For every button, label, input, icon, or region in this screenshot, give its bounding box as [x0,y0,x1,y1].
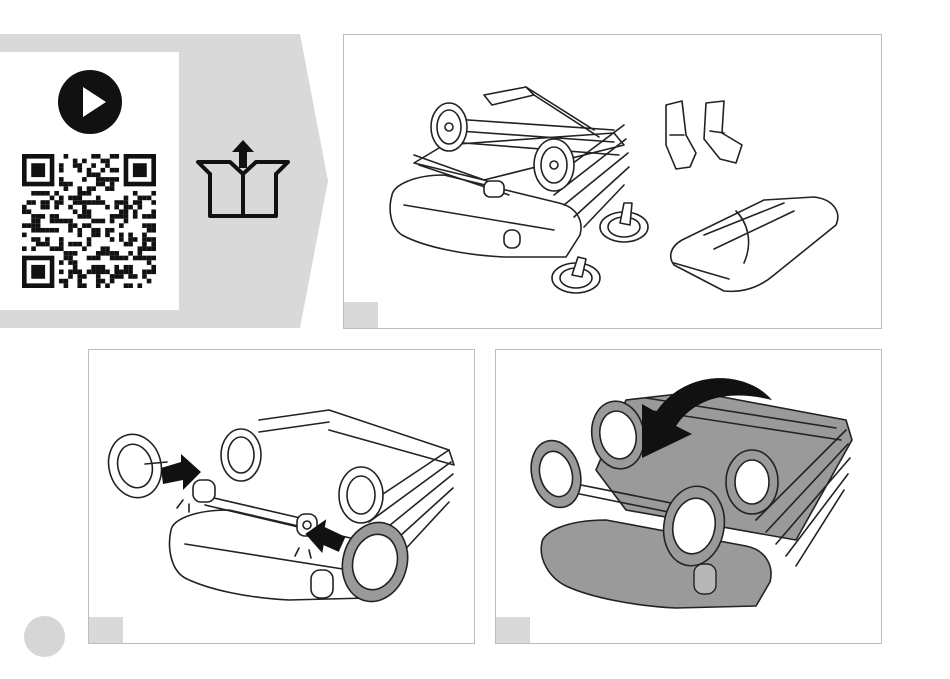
play-icon[interactable] [58,70,122,134]
step-panel-unfold [495,349,882,644]
qr-code-icon[interactable] [22,154,156,288]
page-number-badge [24,616,65,657]
step-panel-attach-wheels [88,349,475,644]
attach-wheels-illustration [89,350,476,645]
parts-illustration [344,35,883,330]
unfold-illustration [496,350,883,645]
step-number-tab [496,617,530,643]
step-panel-parts [343,34,882,329]
step-number-tab [89,617,123,643]
step-number-tab [344,302,378,328]
open-box-arrow-icon [194,138,292,222]
